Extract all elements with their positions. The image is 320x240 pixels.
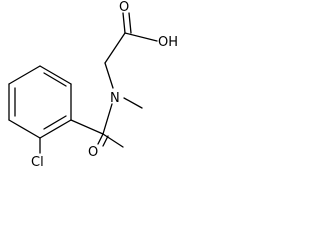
molecule-canvas: O OH N O Cl	[0, 0, 185, 195]
nitrogen-label: N	[110, 91, 120, 106]
ring-bond-3	[39, 119, 72, 139]
molecule-structure: O OH N O Cl	[8, 0, 178, 170]
ring-bond-4	[8, 119, 41, 139]
bond-c-o-1	[97, 133, 104, 145]
bond-ch2-cooh	[104, 32, 126, 64]
bond-c-oh	[124, 32, 158, 42]
bond-c-methyl	[102, 133, 124, 148]
bond-c-n	[102, 103, 113, 135]
hydroxyl-label: OH	[158, 35, 178, 50]
ring-bond-1-inner	[43, 72, 67, 87]
bond-ring-c	[70, 119, 104, 135]
ring-bond-1	[39, 65, 72, 85]
bond-c-o-2	[102, 135, 109, 147]
amide-oxygen-label: O	[88, 145, 98, 160]
bond-n-methyl	[123, 97, 143, 109]
benzene-ring	[8, 65, 72, 139]
bond-c-o-double-1	[122, 12, 126, 34]
carbonyl-oxygen-label: O	[119, 0, 129, 15]
ring-bond-3-inner	[43, 115, 67, 130]
bond-n-ch2	[104, 62, 114, 89]
chlorine-label: Cl	[31, 155, 44, 170]
ring-bond-6	[8, 65, 41, 85]
bond-c-o-double-2	[128, 12, 132, 34]
